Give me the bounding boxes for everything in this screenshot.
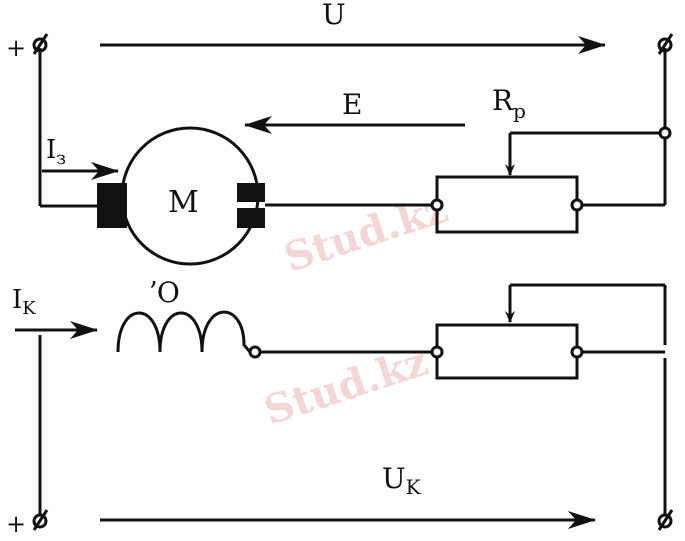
- field-rheostat-right-terminal: [570, 345, 584, 359]
- label-uk: UK: [382, 462, 422, 499]
- label-rp: Rp: [492, 84, 526, 123]
- label-motor: M: [168, 185, 199, 220]
- label-field-winding: ʼO: [148, 276, 180, 309]
- terminal-top-right: [657, 37, 673, 53]
- field-rheostat: [435, 323, 579, 380]
- terminal-plus-bottom-left: [32, 513, 48, 529]
- terminal-slash: [657, 33, 674, 55]
- right-brush-lower: [237, 208, 265, 228]
- label-u: U: [322, 0, 346, 31]
- field-rheostat-left-terminal: [430, 345, 444, 359]
- terminal-slash: [32, 509, 49, 531]
- label-ik: IK: [12, 285, 36, 319]
- plus-sign-bottom: +: [6, 510, 26, 538]
- rheostat-right-terminal: [570, 198, 584, 212]
- terminal-slash: [32, 33, 49, 55]
- right-brush-upper: [237, 183, 265, 202]
- plus-sign-top: +: [6, 34, 26, 62]
- field-winding-coil: [116, 310, 252, 353]
- terminal-right-top: [658, 126, 672, 140]
- armature-rheostat: [435, 175, 579, 234]
- rheostat-left-terminal: [430, 198, 444, 212]
- watermark: Stud.kz: [279, 185, 454, 282]
- label-i3: Iз: [46, 135, 66, 169]
- left-brush: [97, 183, 127, 228]
- terminal-plus-top-left: [32, 37, 48, 53]
- label-e: E: [342, 88, 362, 121]
- terminal-bottom-right: [657, 513, 673, 529]
- terminal-slash: [657, 509, 674, 531]
- coil-terminal: [248, 345, 262, 359]
